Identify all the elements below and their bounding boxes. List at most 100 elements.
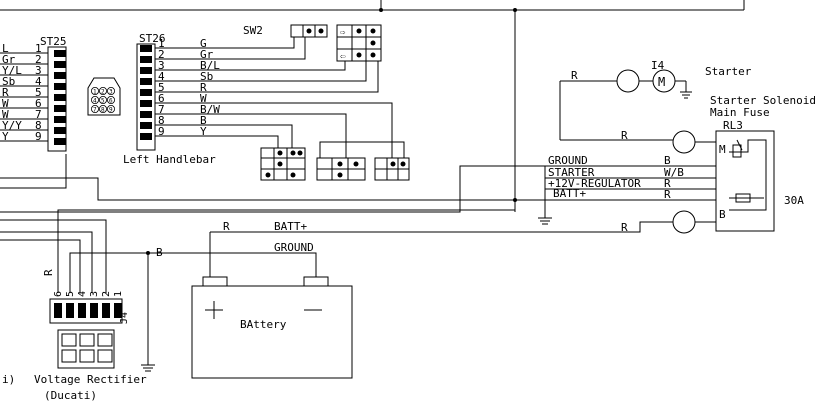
st26-pin-number: 8 [158, 114, 165, 127]
st25-pin-number: 9 [35, 130, 42, 143]
st26-wire-label: R [200, 81, 207, 94]
harness-batt-label: BATT+ [553, 187, 586, 200]
solenoid-title: Starter Solenoid [710, 94, 816, 107]
st26-label: ST26 [139, 32, 166, 45]
svg-text:M: M [658, 75, 665, 89]
rectifier-b-wire: B [156, 246, 163, 259]
plug-digit: 7 [93, 107, 97, 114]
st26-wire-label: Sb [200, 70, 213, 83]
solenoid-m-label: M [719, 143, 726, 156]
harness-ground-label: GROUND [548, 154, 588, 167]
st25-label: ST25 [40, 35, 67, 48]
plug-digit: 1 [93, 89, 97, 96]
plug-digit: 4 [93, 98, 97, 105]
st26-pin-number: 6 [158, 92, 165, 105]
plug-digit: 3 [109, 89, 113, 96]
st26-wire-label: Y [200, 125, 207, 138]
plug-digit: 2 [101, 89, 105, 96]
st26-pin-number: 1 [158, 37, 165, 50]
plug-digit: 9 [109, 107, 113, 114]
solenoid-subtitle: Main Fuse [710, 106, 770, 119]
rectifier-pin-number: 1 [113, 291, 124, 297]
st25-pin-number: 1 [35, 42, 42, 55]
battery-neg-label: GROUND [274, 241, 314, 254]
rectifier-pin-number: 5 [65, 291, 76, 297]
st25-pin-number: 8 [35, 119, 42, 132]
st26-pin-number: 7 [158, 103, 165, 116]
rectifier-r-wire: R [42, 269, 55, 276]
st26-pin-number: 5 [158, 81, 165, 94]
st25-wire-label: Y/L [2, 64, 22, 77]
left-cut-label: i) [2, 373, 15, 386]
rectifier-pin-number: 4 [77, 291, 88, 297]
plug-digit: 5 [101, 98, 105, 105]
rectifier-ref: J4 [119, 312, 130, 324]
harness-wires: GROUND B STARTER W/B +12V-REGULATOR R BA… [515, 154, 716, 225]
left-handlebar-label: Left Handlebar [123, 153, 216, 166]
solenoid-top-wire: R [621, 129, 628, 142]
starter-motor: I4 M R Starter [559, 59, 752, 140]
st26-wire-label: B/L [200, 59, 220, 72]
starter-label: Starter [705, 65, 752, 78]
harness-ground-wire: B [664, 154, 671, 167]
st26-pin-number: 2 [158, 48, 165, 61]
st26-wire-label: G [200, 37, 207, 50]
st25-wire-label: W [2, 97, 9, 110]
st26-pin-number: 4 [158, 70, 165, 83]
rectifier-brand: (Ducati) [44, 389, 97, 402]
st25-wire-label: L [2, 42, 9, 55]
rectifier-pin-number: 6 [53, 291, 64, 297]
solenoid-bottom-wire: R [621, 221, 628, 234]
starter-solenoid: Starter Solenoid Main Fuse RL3 M B 30A R… [210, 94, 816, 234]
svg-text:⇨: ⇨ [340, 28, 346, 38]
harness-regulator-wire: R [664, 177, 671, 190]
st25-wire-label: R [2, 86, 9, 99]
st25-wire-label: W [2, 108, 9, 121]
st26-pin-number: 9 [158, 125, 165, 138]
battery-pos-label: BATT+ [274, 220, 307, 233]
st25-pin-number: 2 [35, 53, 42, 66]
st25-pin-number: 6 [35, 97, 42, 110]
plug-digit: 6 [109, 98, 113, 105]
st25-pin-number: 7 [35, 108, 42, 121]
solenoid-ref: RL3 [723, 119, 743, 132]
st25-wire-label: Sb [2, 75, 15, 88]
harness-starter-wire: W/B [664, 166, 684, 179]
harness-starter-label: STARTER [548, 166, 595, 179]
rectifier-pin-number: 2 [101, 291, 112, 297]
st25-wire-label: Y [2, 130, 9, 143]
battery-label: BAttery [240, 318, 287, 331]
st26-wire-label: B/W [200, 103, 220, 116]
top-frame-wires [0, 0, 745, 212]
harness-batt-wire: R [664, 188, 671, 201]
main-fuse-value: 30A [784, 194, 804, 207]
starter-ref: I4 [651, 59, 665, 72]
st26-wire-label: Gr [200, 48, 214, 61]
st26-wire-label: B [200, 114, 207, 127]
sw2-label: SW2 [243, 24, 263, 37]
st25-wire-label: Y/Y [2, 119, 22, 132]
st25-pin-number: 3 [35, 64, 42, 77]
battery-pos-wire: R [223, 220, 230, 233]
harness-regulator-label: +12V-REGULATOR [548, 177, 641, 190]
plug-digit: 8 [101, 107, 105, 114]
st26-wire-label: W [200, 92, 207, 105]
solenoid-b-label: B [719, 208, 726, 221]
battery: R BATT+ GROUND BAttery [160, 220, 353, 379]
rectifier-pin-number: 3 [89, 291, 100, 297]
svg-text:⇦: ⇦ [340, 52, 345, 62]
rectifier-label: Voltage Rectifier [34, 373, 147, 386]
st25-wire-label: Gr [2, 53, 16, 66]
st25-pin-number: 4 [35, 75, 42, 88]
starter-wire-label: R [571, 69, 578, 82]
st25-pin-number: 5 [35, 86, 42, 99]
